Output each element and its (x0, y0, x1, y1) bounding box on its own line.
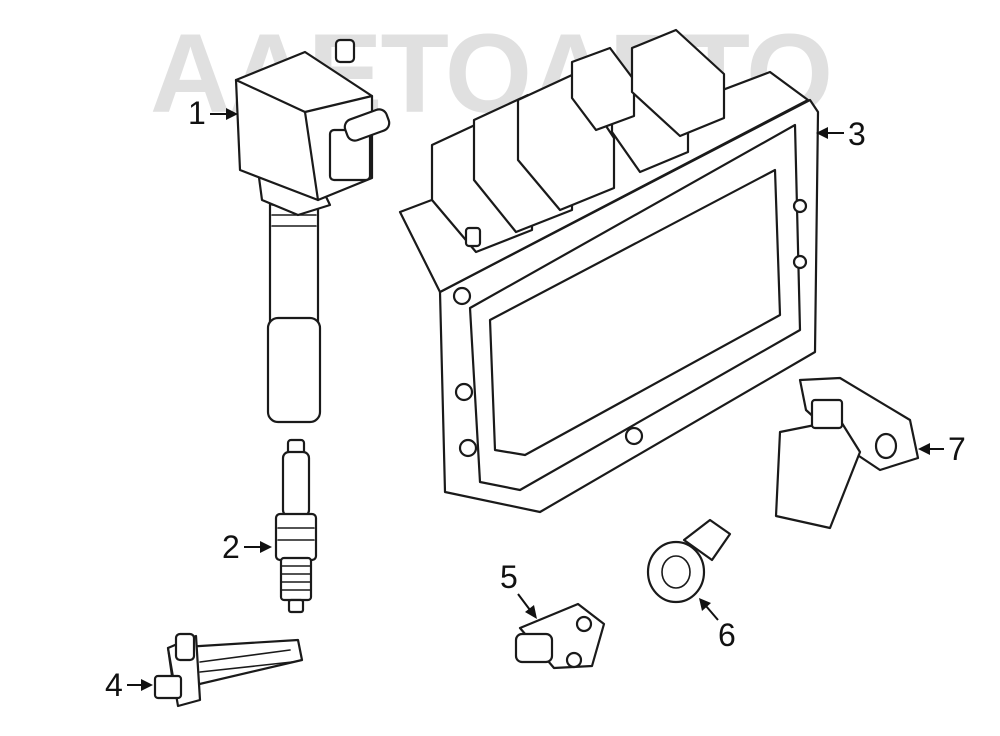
ignition-coil (234, 38, 391, 424)
callout-label-1: 1 (188, 95, 206, 131)
engine-control-module (398, 28, 820, 514)
crankshaft-position-sensor (153, 632, 304, 708)
callout-5: 5 (500, 559, 537, 619)
callouts: 1 2 3 4 5 6 7 (105, 95, 966, 703)
knock-sensor (646, 518, 732, 604)
callout-label-7: 7 (948, 431, 966, 467)
spark-plug (274, 438, 318, 614)
callout-label-4: 4 (105, 667, 123, 703)
callout-4: 4 (105, 667, 153, 703)
callout-3: 3 (816, 116, 866, 152)
callout-1: 1 (188, 95, 238, 131)
callout-label-3: 3 (848, 116, 866, 152)
callout-6: 6 (699, 598, 736, 653)
callout-label-5: 5 (500, 559, 518, 595)
map-sensor (774, 376, 920, 530)
callout-label-6: 6 (718, 617, 736, 653)
callout-label-2: 2 (222, 529, 240, 565)
callout-7: 7 (918, 431, 966, 467)
callout-2: 2 (222, 529, 272, 565)
camshaft-position-sensor (514, 602, 606, 670)
